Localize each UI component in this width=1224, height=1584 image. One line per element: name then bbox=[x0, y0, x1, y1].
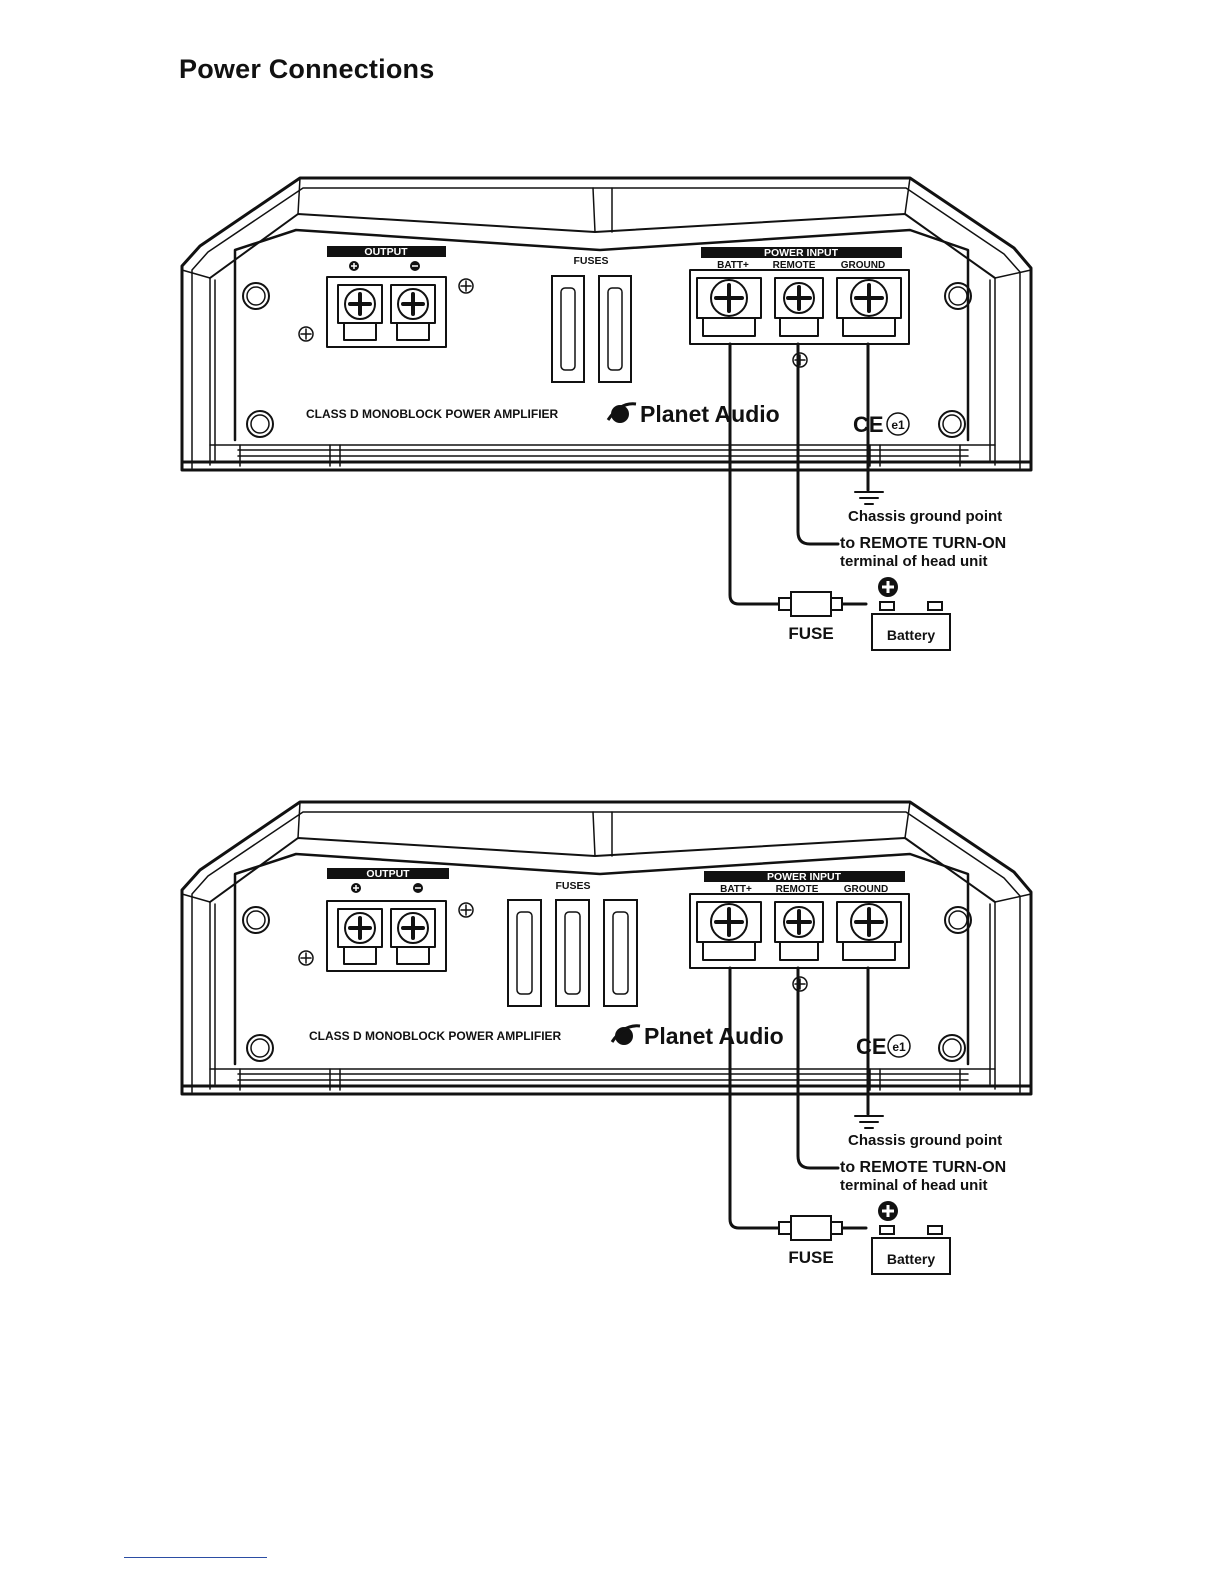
terminal-label-remote: REMOTE bbox=[776, 884, 819, 895]
terminal-label-batt: BATT+ bbox=[717, 260, 749, 271]
fuse-slot-window bbox=[612, 911, 629, 995]
page-title: Power Connections bbox=[179, 54, 435, 84]
power-input-label: POWER INPUT bbox=[764, 247, 839, 259]
output-label: OUTPUT bbox=[366, 868, 410, 880]
model-text: CLASS D MONOBLOCK POWER AMPLIFIER bbox=[309, 1029, 562, 1043]
brand-text: Planet Audio bbox=[640, 401, 780, 427]
chassis-ground-label: Chassis ground point bbox=[848, 1132, 1002, 1149]
terminal-label-ground: GROUND bbox=[841, 260, 885, 271]
fuse-label: FUSE bbox=[788, 1248, 833, 1267]
fuse-slot-window bbox=[607, 287, 623, 371]
footer-rule bbox=[124, 1557, 267, 1558]
terminal-label-ground: GROUND bbox=[844, 884, 888, 895]
fuse-slot bbox=[555, 899, 590, 1007]
fuses-label: FUSES bbox=[573, 255, 608, 267]
fuse-slot-window bbox=[516, 911, 533, 995]
fuse-slots bbox=[507, 899, 638, 1007]
amplifier-diagram-svg: OUTPUT FUSES POWER INPUT BATT+ REMOTE GR… bbox=[180, 800, 1033, 1275]
model-text: CLASS D MONOBLOCK POWER AMPLIFIER bbox=[306, 407, 559, 421]
fuse-slots bbox=[551, 275, 632, 383]
amplifier-diagram-2: OUTPUT FUSES POWER INPUT BATT+ REMOTE GR… bbox=[0, 794, 1224, 1314]
battery-label: Battery bbox=[887, 1251, 935, 1267]
e-mark: e1 bbox=[892, 1040, 906, 1054]
head-unit-label: terminal of head unit bbox=[840, 553, 988, 570]
terminal-label-remote: REMOTE bbox=[773, 260, 816, 271]
ce-mark: CE bbox=[856, 1034, 887, 1059]
planet-audio-logo-icon: Planet Audio bbox=[606, 401, 780, 427]
fuse-slot bbox=[598, 275, 632, 383]
fuse-label: FUSE bbox=[788, 624, 833, 643]
remote-turn-on-label: to REMOTE TURN-ON bbox=[840, 1159, 1006, 1176]
e-mark: e1 bbox=[891, 418, 905, 432]
fuse-slot bbox=[603, 899, 638, 1007]
power-input-label: POWER INPUT bbox=[767, 871, 842, 883]
chassis-ground-label: Chassis ground point bbox=[848, 508, 1002, 525]
head-unit-label: terminal of head unit bbox=[840, 1177, 988, 1194]
amplifier-diagram-1: OUTPUT FUSES POWER INPUT BATT+ REMOTE GR… bbox=[0, 170, 1224, 690]
planet-audio-logo-icon: Planet Audio bbox=[610, 1023, 784, 1049]
output-label: OUTPUT bbox=[364, 246, 408, 258]
fuse-slot-window bbox=[560, 287, 576, 371]
terminal-label-batt: BATT+ bbox=[720, 884, 752, 895]
fuse-slot bbox=[507, 899, 542, 1007]
fuse-slot bbox=[551, 275, 585, 383]
amplifier-diagram-svg: OUTPUT FUSES POWER INPUT BATT+ REMOTE GR… bbox=[180, 176, 1033, 651]
brand-text: Planet Audio bbox=[644, 1023, 784, 1049]
fuses-label: FUSES bbox=[555, 880, 590, 892]
battery-label: Battery bbox=[887, 627, 935, 643]
fuse-slot-window bbox=[564, 911, 581, 995]
remote-turn-on-label: to REMOTE TURN-ON bbox=[840, 535, 1006, 552]
